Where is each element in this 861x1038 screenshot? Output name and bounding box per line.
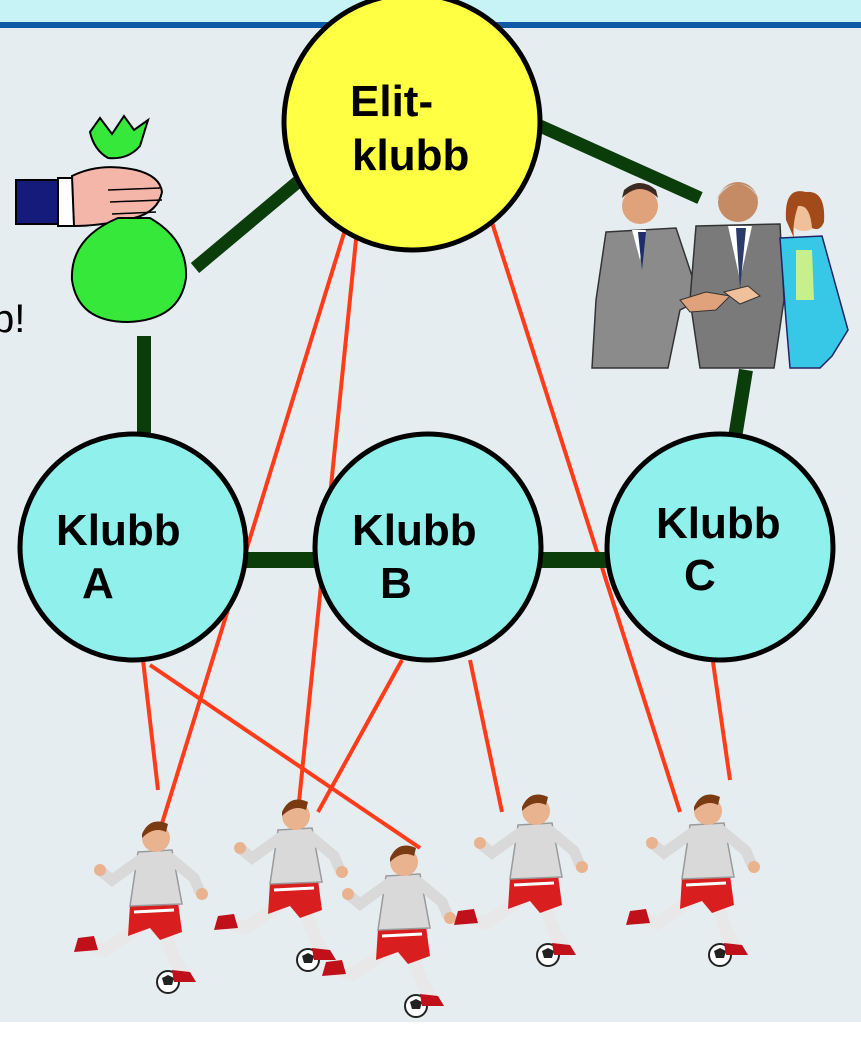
soccer-player-icon <box>454 795 588 966</box>
link-elite-player-1 <box>158 229 347 831</box>
handshake-people-icon <box>591 182 849 369</box>
link-elite-moneybag <box>190 175 305 273</box>
club-b-label-line2: B <box>380 559 412 608</box>
players <box>74 795 760 1017</box>
elite-club-label-line2: klubb <box>352 131 469 180</box>
club-c-label-line1: Klubb <box>656 499 781 548</box>
money-bag-hand-icon <box>15 114 188 324</box>
club-c-circle <box>604 431 836 663</box>
link-clubA-player-1 <box>141 659 160 791</box>
link-clubB-player-4 <box>468 659 504 813</box>
bottom-band <box>0 1022 861 1038</box>
elite-club-node: Elit- klubb <box>281 0 543 253</box>
club-a-node: Klubb A <box>17 431 249 663</box>
elite-club-label-line1: Elit- <box>350 77 433 126</box>
thin-links <box>141 209 732 850</box>
club-c-node: Klubb C <box>604 431 836 663</box>
side-text-fragment: p! <box>0 297 25 341</box>
elite-club-circle <box>281 0 543 253</box>
soccer-player-icon <box>74 822 208 993</box>
club-b-node: Klubb B <box>312 431 544 663</box>
link-clubB-player-2 <box>316 659 404 813</box>
soccer-player-icon <box>626 795 760 966</box>
club-a-label-line1: Klubb <box>56 506 181 555</box>
link-clubA-player-3 <box>148 663 422 850</box>
link-clubC-player-5 <box>711 661 732 781</box>
link-elite-player-5 <box>486 209 682 813</box>
club-a-label-line2: A <box>82 559 114 608</box>
club-b-label-line1: Klubb <box>352 506 477 555</box>
link-elite-handshake <box>537 120 703 204</box>
club-a-circle <box>17 431 249 663</box>
club-c-label-line2: C <box>684 551 716 600</box>
club-b-circle <box>312 431 544 663</box>
soccer-player-icon <box>214 800 348 971</box>
thick-links <box>137 120 753 568</box>
